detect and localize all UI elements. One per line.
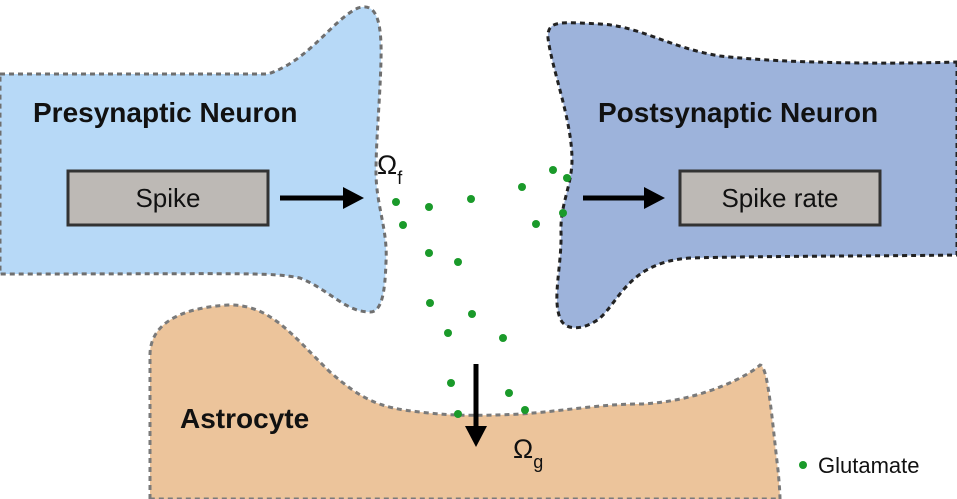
glutamate-dot xyxy=(521,406,529,414)
spike-rate-box xyxy=(678,169,882,227)
glutamate-dot xyxy=(425,249,433,257)
omega-g-label: Ωg xyxy=(513,434,543,472)
postsynaptic-input-arrow xyxy=(583,187,665,209)
glutamate-dot xyxy=(505,389,513,397)
presynaptic-title: Presynaptic Neuron xyxy=(33,97,298,128)
legend-glutamate-marker xyxy=(799,461,807,469)
glutamate-dot xyxy=(454,410,462,418)
glutamate-dot xyxy=(467,195,475,203)
postsynaptic-title: Postsynaptic Neuron xyxy=(598,97,878,128)
glutamate-dot xyxy=(468,310,476,318)
glutamate-dot xyxy=(532,220,540,228)
legend-glutamate-label: Glutamate xyxy=(818,453,920,478)
spike-box xyxy=(66,169,270,227)
glutamate-dot xyxy=(563,174,571,182)
glutamate-dot xyxy=(425,203,433,211)
omega-g-subscript: g xyxy=(533,452,543,472)
glutamate-dot xyxy=(559,209,567,217)
glutamate-dot xyxy=(447,379,455,387)
spike-rate-box-label: Spike rate xyxy=(721,183,838,213)
legend: Glutamate xyxy=(799,453,920,478)
glutamate-dot xyxy=(392,198,400,206)
presynaptic-output-arrow xyxy=(280,187,364,209)
glutamate-dot xyxy=(518,183,526,191)
astrocyte-shape xyxy=(148,303,782,499)
omega-f-label: Ωf xyxy=(377,150,403,188)
omega-f-subscript: f xyxy=(397,168,403,188)
presynaptic-neuron-shape xyxy=(0,5,388,314)
glutamate-dot xyxy=(426,299,434,307)
astrocyte-uptake-arrow xyxy=(465,364,487,447)
glutamate-dot xyxy=(499,334,507,342)
glutamate-molecules xyxy=(392,166,571,418)
astrocyte-title: Astrocyte xyxy=(180,403,309,434)
glutamate-dot xyxy=(454,258,462,266)
spike-box-label: Spike xyxy=(135,183,200,213)
glutamate-dot xyxy=(399,221,407,229)
glutamate-dot xyxy=(549,166,557,174)
glutamate-dot xyxy=(444,329,452,337)
